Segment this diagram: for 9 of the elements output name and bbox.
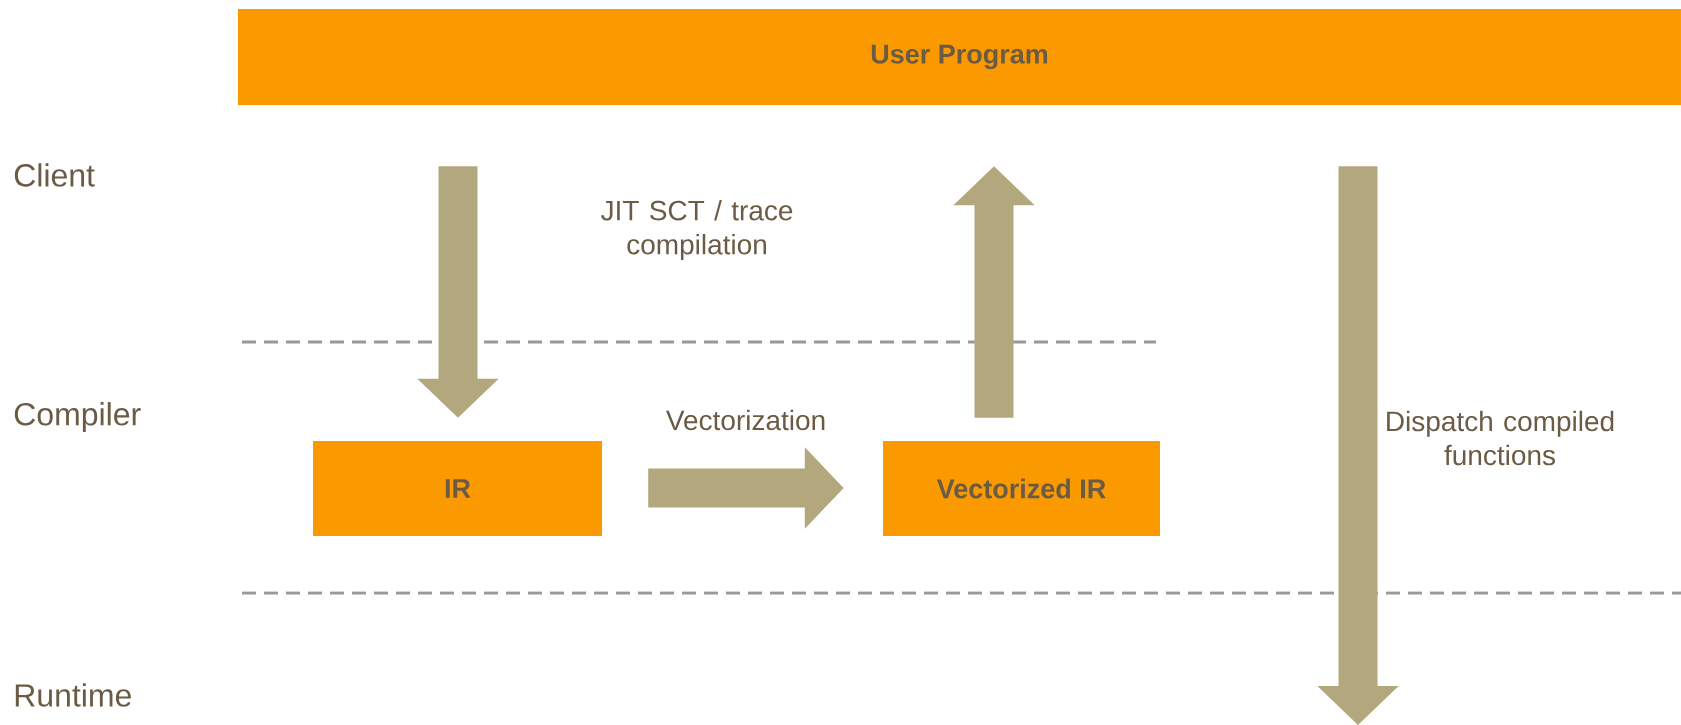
edge-label: Vectorization [666,409,825,431]
process-box: User Program [238,9,1681,105]
layer-label: Compiler [14,402,141,432]
layer-label: Client [14,163,95,187]
process-box: IR [313,441,602,536]
process-box: Vectorized IR [883,441,1160,536]
edge-label: Dispatch compiled functions [1387,410,1614,466]
layer-label: Runtime [15,683,131,707]
note-label: JIT SCT / trace compilation [601,199,793,261]
